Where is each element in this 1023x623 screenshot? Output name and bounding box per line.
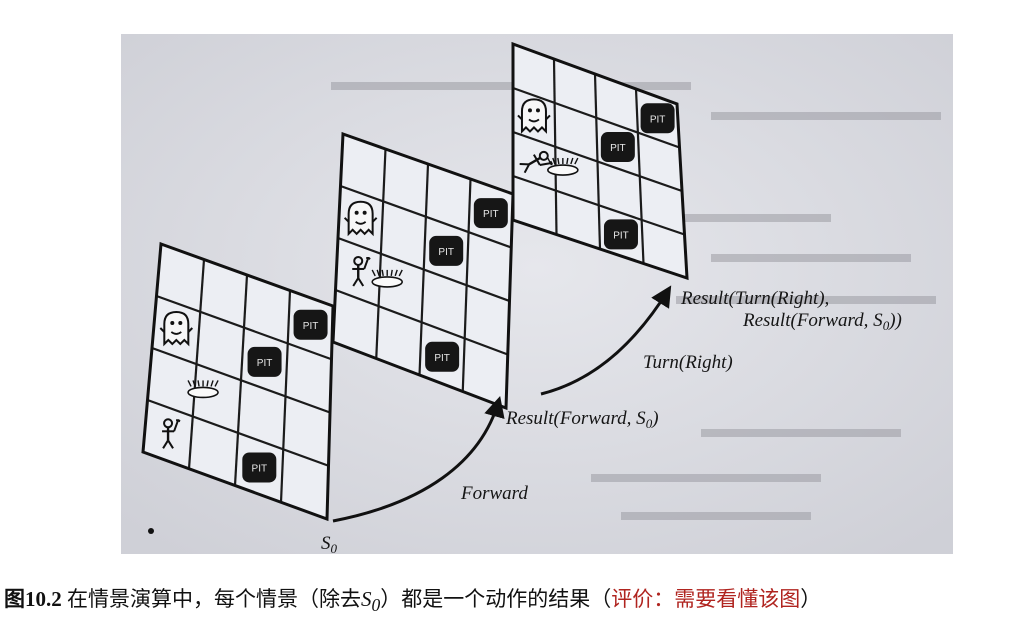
pit-label: PIT (434, 353, 450, 364)
grid-s1: PIT PIT PIT (331, 131, 515, 411)
turn-right-label: Turn(Right) (643, 352, 733, 373)
result-forward-label: Result(Forward, S0) (505, 408, 659, 431)
arrow-icon (363, 256, 371, 270)
agent-icon (352, 255, 371, 287)
pit-label: PIT (610, 143, 626, 154)
pit-label: PIT (613, 230, 629, 241)
pit-icon: PIT (603, 219, 638, 250)
pit-icon: PIT (242, 452, 277, 483)
gold-icon (187, 380, 219, 399)
pit-label: PIT (252, 463, 268, 474)
pit-icon: PIT (247, 346, 282, 377)
figure-number: 图10.2 (4, 587, 62, 611)
turn-right-arrow (540, 285, 672, 396)
wumpus-icon (517, 98, 551, 134)
figure-photo: PIT PIT PIT PIT PIT PIT PIT PIT PIT S0 Forward R… (121, 34, 953, 554)
pit-icon: PIT (425, 341, 460, 372)
wumpus-icon (343, 200, 378, 237)
s0-label: S0 (321, 533, 338, 554)
gold-icon (371, 269, 404, 288)
result-turn-label-line2: Result(Forward, S0)) (742, 310, 902, 333)
pit-label: PIT (650, 114, 666, 125)
arrow-icon (539, 160, 553, 167)
wumpus-icon (159, 310, 194, 347)
grid-line (337, 236, 510, 303)
figure-caption: 图10.2 在情景演算中，每个情景（除去S0）都是一个动作的结果（评价：需要看懂… (4, 583, 821, 616)
forward-arrow (332, 395, 505, 523)
caption-text: 在情景演算中，每个情景（除去 (67, 587, 361, 611)
agent-icon (519, 150, 553, 174)
pit-icon: PIT (473, 198, 508, 229)
caption-math: S0 (361, 587, 381, 616)
grid-line (335, 288, 509, 356)
grid-line (147, 398, 329, 467)
caption-end: ） (800, 587, 822, 611)
pit-icon: PIT (429, 235, 464, 266)
grid-s0: PIT PIT PIT (141, 241, 335, 522)
pit-label: PIT (483, 209, 499, 220)
page-dot (148, 528, 154, 534)
grid-line (156, 294, 332, 361)
agent-icon (162, 418, 181, 449)
grid-line (512, 86, 680, 149)
grid-border (331, 131, 515, 411)
caption-comment: 评价：需要看懂该图 (611, 587, 801, 611)
pit-label: PIT (303, 321, 319, 332)
pit-label: PIT (257, 358, 273, 369)
pit-label: PIT (438, 247, 454, 258)
grid-border (511, 41, 689, 281)
gold-icon (547, 157, 579, 176)
result-turn-label-line1: Result(Turn(Right), (680, 288, 829, 309)
grid-line (340, 184, 512, 249)
caption-text-2: ）都是一个动作的结果（ (380, 587, 612, 611)
grid-line (151, 346, 331, 414)
pit-icon: PIT (293, 309, 328, 340)
grid-border (141, 241, 335, 522)
grid-s2: PIT PIT PIT (511, 41, 689, 281)
forward-label: Forward (460, 483, 528, 504)
grid-line (512, 174, 685, 236)
arrow-icon (173, 419, 181, 432)
pit-icon: PIT (640, 103, 675, 134)
grid-line (512, 130, 683, 193)
bleed-through-text (331, 82, 941, 520)
pit-icon: PIT (600, 132, 635, 163)
